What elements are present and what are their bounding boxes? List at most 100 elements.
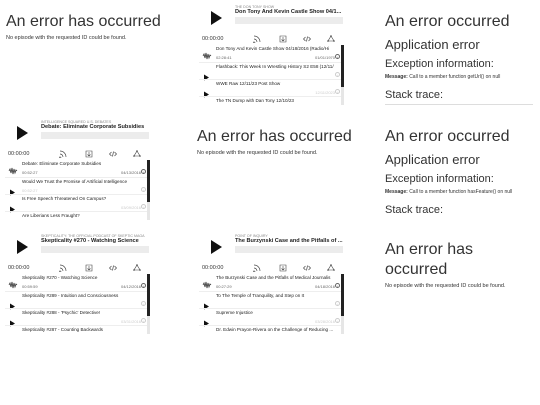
play-icon[interactable]	[201, 234, 229, 260]
episode-title: The Burzynski Case and the Pitfalls of .…	[235, 238, 343, 244]
list-item-current[interactable]: The Burzynski Case and the Pitfalls of M…	[199, 274, 344, 291]
waveform-icon	[8, 277, 18, 289]
play-icon[interactable]	[7, 234, 35, 260]
info-icon[interactable]: i	[335, 72, 340, 78]
list-item-current[interactable]: Debate: Eliminate Corporate Subsidies 00…	[5, 160, 150, 177]
error-message: No episode with the requested ID could b…	[6, 35, 127, 41]
info-icon[interactable]: i	[141, 169, 146, 175]
podcast-player-3: SKEPTICALITY: THE OFFICIAL PODCAST OF SK…	[5, 232, 150, 334]
play-icon[interactable]	[9, 297, 16, 310]
list-item[interactable]: To The Temple of Tranquility, and Step o…	[199, 291, 344, 310]
list-item[interactable]: Skepticality #287 - Counting Backwards	[5, 325, 150, 334]
divider	[385, 104, 533, 105]
list-item-current[interactable]: Don Tony And Kevin Castle Show 04/18/201…	[199, 45, 344, 62]
play-icon[interactable]	[9, 183, 16, 196]
scrollbar[interactable]	[341, 274, 344, 334]
progress-bar[interactable]	[41, 246, 149, 253]
scrollbar[interactable]	[147, 274, 150, 334]
show-name: THE DON TONY SHOW	[235, 5, 275, 9]
info-icon[interactable]: i	[335, 301, 340, 307]
episode-duration: 02:28:41	[216, 55, 232, 60]
episode-list[interactable]: Don Tony And Kevin Castle Show 04/18/201…	[199, 45, 344, 105]
play-icon[interactable]	[7, 120, 35, 146]
info-icon[interactable]: i	[335, 89, 340, 95]
episode-list[interactable]: The Burzynski Case and the Pitfalls of M…	[199, 274, 344, 334]
list-item[interactable]: Dr. Edwin Prayon-Rivera on the Challenge…	[199, 325, 344, 334]
scrollbar-thumb[interactable]	[341, 45, 344, 87]
scrollbar-thumb[interactable]	[147, 160, 150, 202]
play-icon[interactable]	[9, 217, 16, 220]
share-icon[interactable]	[327, 264, 335, 272]
scrollbar-thumb[interactable]	[341, 274, 344, 316]
episode-list[interactable]: Debate: Eliminate Corporate Subsidies 00…	[5, 160, 150, 220]
info-icon[interactable]: i	[141, 301, 146, 307]
list-item[interactable]: Would We Trust the Promise of Artificial…	[5, 177, 150, 196]
progress-bar[interactable]	[235, 17, 343, 24]
play-icon[interactable]	[203, 102, 210, 105]
info-icon[interactable]: i	[141, 204, 146, 210]
list-item[interactable]: Skepticality #288 - 'Psychic' Detective!…	[5, 308, 150, 327]
info-icon[interactable]: i	[335, 283, 340, 289]
rss-icon[interactable]	[58, 150, 67, 160]
scrollbar[interactable]	[341, 45, 344, 105]
list-item[interactable]: Are Liberians Less Fraught?	[5, 211, 150, 220]
progress-bar[interactable]	[41, 132, 149, 139]
error-title: An error occurred	[385, 128, 510, 145]
list-item[interactable]: Is Free Speech Threatened On Campus? 03/…	[5, 194, 150, 213]
list-item[interactable]: Supreme Injustice 03/28/2016 i	[199, 308, 344, 327]
info-icon[interactable]: i	[141, 318, 146, 324]
rss-icon[interactable]	[252, 35, 261, 45]
info-icon[interactable]: i	[335, 54, 340, 60]
share-icon[interactable]	[327, 35, 335, 43]
episode-title: Skepticality #289 - Intuition and Consci…	[22, 293, 119, 298]
waveform-icon	[202, 277, 212, 289]
list-item[interactable]: The TN Dump with Dan Tony 12/10/23	[199, 96, 344, 105]
episode-date: 04/12/2016	[120, 284, 141, 289]
progress-bar[interactable]	[235, 246, 343, 253]
share-icon[interactable]	[133, 264, 141, 272]
list-item[interactable]: Skepticality #289 - Intuition and Consci…	[5, 291, 150, 310]
embed-icon[interactable]	[109, 264, 117, 272]
embed-icon[interactable]	[303, 264, 311, 272]
error-title: An error has occurred	[197, 128, 352, 145]
error-panel-5: An error has occurred No episode with th…	[385, 240, 537, 289]
play-icon[interactable]	[9, 200, 16, 213]
episode-list[interactable]: Skepticality #270 - Watching Science 00:…	[5, 274, 150, 334]
download-icon[interactable]	[85, 150, 93, 158]
play-icon[interactable]	[9, 331, 16, 334]
list-item[interactable]: Flashback: This Week In Wrestling Histor…	[199, 62, 344, 81]
rss-icon[interactable]	[58, 264, 67, 274]
episode-title: Would We Trust the Promise of Artificial…	[22, 179, 128, 184]
info-icon[interactable]: i	[141, 283, 146, 289]
info-icon[interactable]: i	[335, 318, 340, 324]
download-icon[interactable]	[85, 264, 93, 272]
episode-duration: 00:52:27	[22, 188, 38, 193]
play-icon[interactable]	[203, 297, 210, 310]
list-item-current[interactable]: Skepticality #270 - Watching Science 00:…	[5, 274, 150, 291]
list-item[interactable]: WWE Raw 12/11/23 Post Show 12/11/2023 i	[199, 79, 344, 98]
time-display: 00:00:00	[202, 265, 224, 271]
embed-icon[interactable]	[109, 150, 117, 158]
share-icon[interactable]	[133, 150, 141, 158]
episode-date: 03/28/2016	[314, 319, 335, 324]
info-icon[interactable]: i	[141, 187, 146, 193]
rss-icon[interactable]	[252, 264, 261, 274]
episode-title: Flashback: This Week In Wrestling Histor…	[216, 64, 334, 69]
play-icon[interactable]	[9, 314, 16, 327]
play-icon[interactable]	[201, 5, 229, 31]
scrollbar[interactable]	[147, 160, 150, 220]
podcast-player-4: POINT OF INQUIRY The Burzynski Case and …	[199, 232, 344, 334]
download-icon[interactable]	[279, 35, 287, 43]
play-icon[interactable]	[203, 314, 210, 327]
play-icon[interactable]	[203, 331, 210, 334]
episode-title: WWE Raw 12/11/23 Post Show	[216, 81, 281, 86]
embed-icon[interactable]	[303, 35, 311, 43]
stack-trace-heading: Stack trace:	[385, 204, 444, 216]
play-icon[interactable]	[203, 68, 210, 81]
download-icon[interactable]	[279, 264, 287, 272]
episode-duration: 00:59:59	[22, 284, 38, 289]
scrollbar-thumb[interactable]	[147, 274, 150, 316]
play-icon[interactable]	[203, 85, 210, 98]
error-message: No episode with the requested ID could b…	[197, 150, 318, 156]
episode-date: 04/13/2016	[120, 170, 141, 175]
